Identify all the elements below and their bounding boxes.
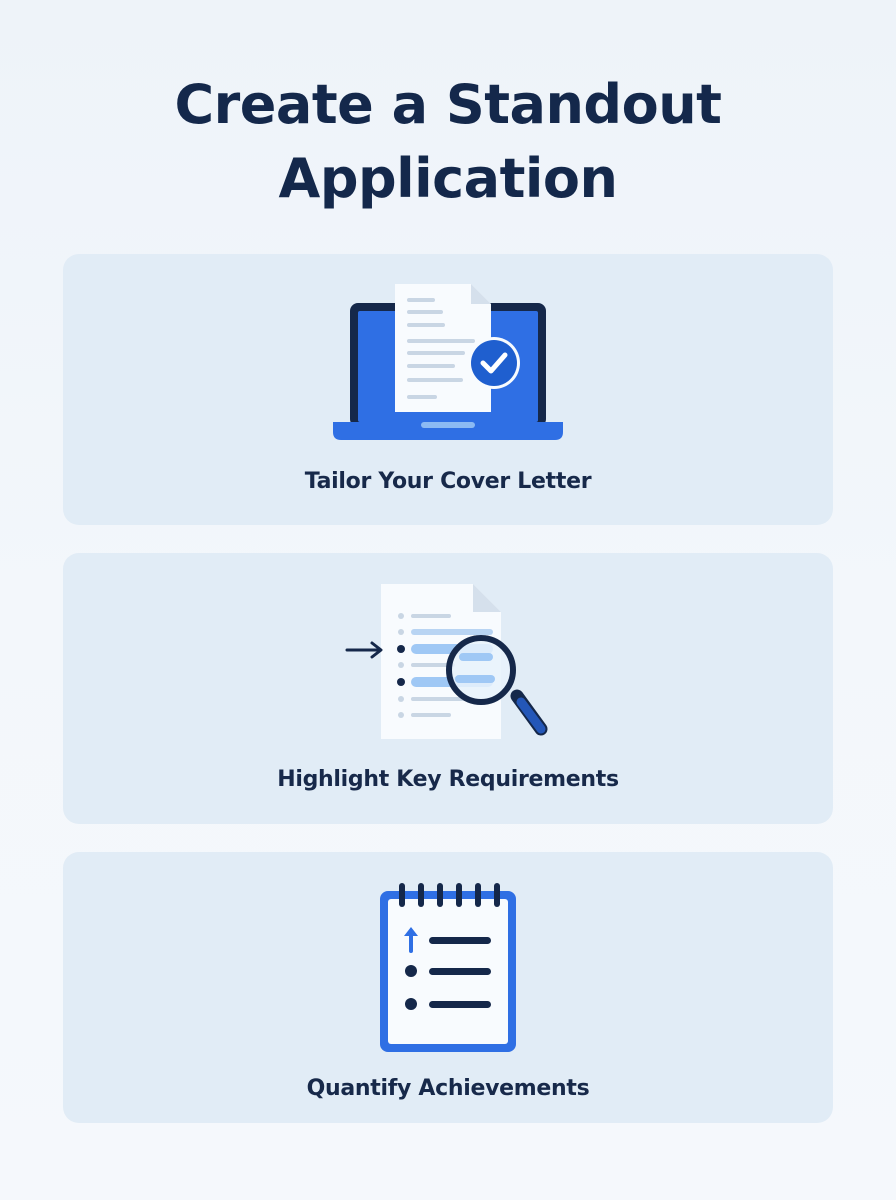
card-label: Tailor Your Cover Letter [304,469,592,494]
tip-card-cover-letter: Tailor Your Cover Letter [63,254,833,525]
laptop-document-check-icon [333,284,563,440]
tip-card-key-requirements: Highlight Key Requirements [63,553,833,824]
card-label: Quantify Achievements [306,1076,590,1101]
page-title: Create a Standout Application [0,68,896,216]
tip-card-quantify: Quantify Achievements [63,852,833,1123]
page-title-line-1: Create a Standout [174,73,722,136]
page-title-line-2: Application [278,147,618,210]
card-label: Highlight Key Requirements [277,767,619,792]
document-magnifier-icon [345,584,548,739]
notepad-list-icon [380,883,516,1052]
